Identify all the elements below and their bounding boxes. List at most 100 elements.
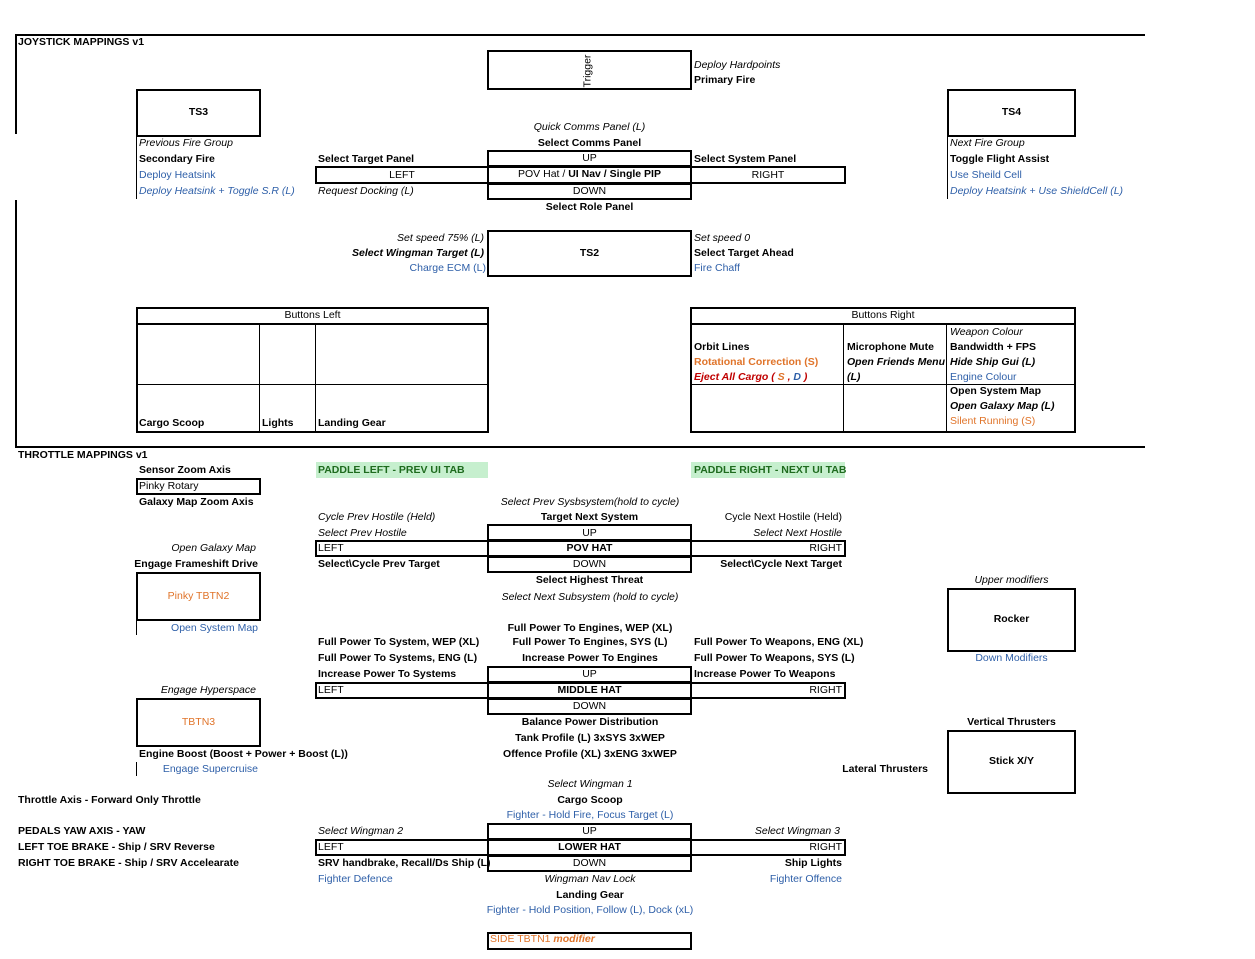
ts4-l4: Deploy Heatsink + Use ShieldCell (L) (950, 185, 1124, 197)
tpov-right: RIGHT (809, 542, 842, 554)
tpov-center: POV HAT (566, 542, 613, 554)
top-rule (15, 34, 1145, 36)
br-orbit-lines: Orbit Lines (694, 341, 750, 353)
ts2-l1: Set speed 75% (L) (397, 232, 484, 244)
side-tbtn1-box (487, 932, 692, 950)
side-tbtn1-label: SIDE TBTN1 (490, 933, 554, 945)
br-eject-e: ) (801, 371, 808, 383)
tpov-top1: Select Prev Sysbsystem(hold to cycle) (500, 496, 680, 508)
rocker-below: Down Modifiers (975, 652, 1048, 664)
tbtn3-tick (136, 762, 137, 776)
ts3-l2: Secondary Fire (139, 153, 215, 165)
jpov-div-l (487, 166, 489, 184)
jpov-center-b: UI Nav / Single PIP (568, 168, 661, 180)
bl-cargo-scoop: Cargo Scoop (139, 417, 205, 429)
ts3-box (136, 89, 261, 137)
mid-l3: Increase Power To Systems (318, 668, 457, 680)
tpov-r3: Select\Cycle Next Target (720, 558, 842, 570)
mid-r1: Full Power To Weapons, ENG (XL) (694, 636, 864, 648)
tbtn3-above: Engage Hyperspace (160, 684, 256, 696)
low-r3: Fighter Offence (769, 873, 842, 885)
br-eject-a: Eject All Cargo ( (694, 371, 778, 383)
low-l3: Fighter Defence (318, 873, 393, 885)
tbtn3-below1: Engine Boost (Boost + Power + Boost (L)) (139, 748, 348, 760)
mid-b1: Balance Power Distribution (521, 716, 659, 728)
jpov-down: DOWN (572, 185, 607, 197)
br-eject-cargo: Eject All Cargo ( S , D ) (694, 371, 807, 384)
mid-right: RIGHT (809, 684, 842, 696)
tpov-b2: Select Next Subsystem (hold to cycle) (501, 591, 679, 603)
trigger-box: Trigger (487, 50, 692, 90)
bl-div1 (259, 324, 260, 432)
low-l1: Select Wingman 2 (318, 825, 404, 837)
galaxy-map-zoom: Galaxy Map Zoom Axis (139, 496, 254, 508)
bl-row-rule (137, 384, 488, 385)
side-tbtn1: SIDE TBTN1 modifier (490, 933, 595, 946)
ts4-l1: Next Fire Group (950, 137, 1025, 149)
ts2-r3: Fire Chaff (694, 262, 740, 274)
jpov-up: UP (582, 152, 597, 164)
mid-div-l (487, 682, 489, 699)
mid-b2: Tank Profile (L) 3xSYS 3xWEP (515, 732, 665, 744)
low-up: UP (582, 825, 597, 837)
br-bandwidth: Bandwidth + FPS (950, 341, 1037, 353)
br-system-map: Open System Map (950, 385, 1042, 397)
jpov-right: RIGHT (751, 169, 785, 181)
paddle-left-bar (316, 462, 488, 478)
tpov-div-r (690, 540, 692, 557)
low-r1: Select Wingman 3 (754, 825, 840, 837)
rocker-above: Upper modifiers (974, 574, 1049, 586)
right-toe-brake: RIGHT TOE BRAKE - Ship / SRV Accelearate (18, 857, 239, 869)
tpov-down-cell (487, 556, 692, 573)
mid-top1: Full Power To Engines, WEP (XL) (507, 622, 673, 634)
throttle-title: THROTTLE MAPPINGS v1 (18, 449, 148, 461)
ts4-l3: Use Sheild Cell (950, 169, 1022, 181)
tbtn2-label: Pinky TBTN2 (167, 590, 230, 602)
ts4-tick (947, 137, 948, 199)
mid-r2: Full Power To Weapons, SYS (L) (694, 652, 855, 664)
mid-down-cell (487, 698, 692, 715)
mid-down: DOWN (572, 700, 607, 712)
stick-left: Lateral Thrusters (842, 763, 928, 775)
jpov-top2: Select Comms Panel (537, 137, 642, 149)
br-engine-colour: Engine Colour (950, 371, 1017, 383)
stick-label: Stick X/Y (989, 755, 1034, 767)
low-top1: Select Wingman 1 (547, 778, 633, 790)
ts2-label: TS2 (579, 247, 600, 259)
br-friends-menu: Open Friends Menu (847, 356, 946, 368)
ts4-label: TS4 (1001, 106, 1022, 118)
paddle-right-bar (691, 462, 845, 478)
low-center: LOWER HAT (558, 841, 621, 853)
low-down-cell (487, 855, 692, 872)
left-rule-lower (15, 200, 17, 448)
mid-top3: Increase Power To Engines (522, 652, 658, 664)
jpov-center: POV Hat / UI Nav / Single PIP (489, 168, 690, 181)
br-eject-d: D (793, 371, 802, 383)
paddle-right: PADDLE RIGHT - NEXT UI TAB (694, 464, 847, 476)
buttons-left-table (136, 307, 489, 433)
low-right: RIGHT (809, 841, 842, 853)
tpov-r1: Cycle Next Hostile (Held) (724, 511, 842, 523)
tbtn2-below: Open System Map (171, 622, 258, 634)
ts4-l2: Toggle Flight Assist (950, 153, 1050, 165)
low-div-r (690, 839, 692, 856)
mid-top2: Full Power To Engines, SYS (L) (512, 636, 668, 648)
joystick-title: JOYSTICK MAPPINGS v1 (18, 36, 145, 48)
tpov-l3: Select\Cycle Prev Target (318, 558, 440, 570)
ts2-l3: Charge ECM (L) (409, 262, 486, 274)
side-tbtn1-modifier: modifier (553, 933, 595, 945)
mid-b3: Offence Profile (XL) 3xENG 3xWEP (503, 748, 677, 760)
jpov-left: LEFT (389, 169, 415, 181)
stick-above: Vertical Thrusters (967, 716, 1056, 728)
jpov-top1: Quick Comms Panel (L) (533, 121, 646, 133)
br-row-rule (691, 384, 1075, 385)
rocker-box (947, 588, 1076, 652)
trigger-line2: Primary Fire (694, 74, 756, 86)
br-eject-s: S (777, 371, 785, 383)
rocker-label: Rocker (993, 613, 1030, 625)
br-weapon-colour: Weapon Colour (950, 326, 1023, 338)
buttons-right-title: Buttons Right (851, 309, 915, 321)
low-b2: Landing Gear (556, 889, 624, 901)
tpov-b1: Select Highest Threat (535, 574, 644, 586)
mid-l1: Full Power To System, WEP (XL) (318, 636, 480, 648)
